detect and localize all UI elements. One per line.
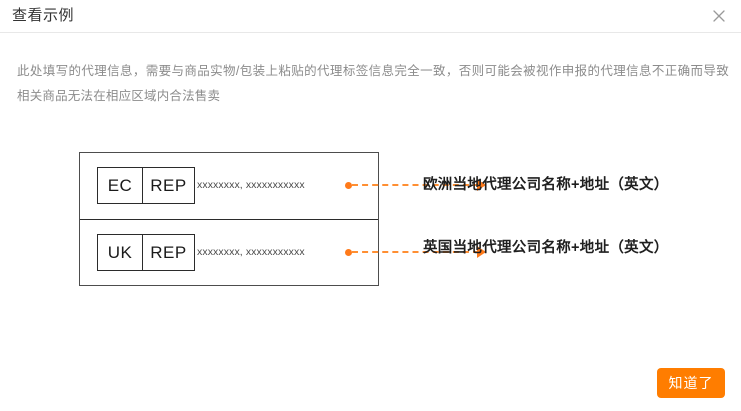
confirm-button[interactable]: 知道了 bbox=[657, 368, 725, 398]
placeholder-address-text: xxxxxxxx, xxxxxxxxxxx bbox=[197, 179, 305, 191]
symbol-rep-code: REP bbox=[142, 168, 194, 203]
symbol-region-code: UK bbox=[107, 243, 133, 262]
symbol-box-uk-rep: UK REP bbox=[97, 234, 195, 271]
page-title: 查看示例 bbox=[12, 7, 75, 24]
example-diagram: EC REP xxxxxxxx, xxxxxxxxxxx UK REP xxxx… bbox=[79, 152, 486, 286]
callout-label-uk: 英国当地代理公司名称+地址（英文） bbox=[423, 240, 669, 256]
description-text: 此处填写的代理信息，需要与商品实物/包装上粘贴的代理标签信息完全一致，否则可能会… bbox=[17, 64, 729, 103]
connector-dot-icon bbox=[345, 182, 352, 189]
callout-label-eu: 欧洲当地代理公司名称+地址（英文） bbox=[423, 177, 669, 193]
dialog-header: 查看示例 bbox=[0, 0, 741, 33]
diagram-row: UK REP xxxxxxxx, xxxxxxxxxxx bbox=[80, 219, 486, 285]
close-icon[interactable] bbox=[710, 7, 728, 25]
connector-dot-icon bbox=[345, 249, 352, 256]
placeholder-address-text: xxxxxxxx, xxxxxxxxxxx bbox=[197, 246, 305, 258]
symbol-box-ec-rep: EC REP bbox=[97, 167, 195, 204]
symbol-region-code: EC bbox=[107, 176, 133, 195]
diagram-row: EC REP xxxxxxxx, xxxxxxxxxxx bbox=[80, 153, 486, 219]
symbol-rep-code: REP bbox=[142, 235, 194, 270]
